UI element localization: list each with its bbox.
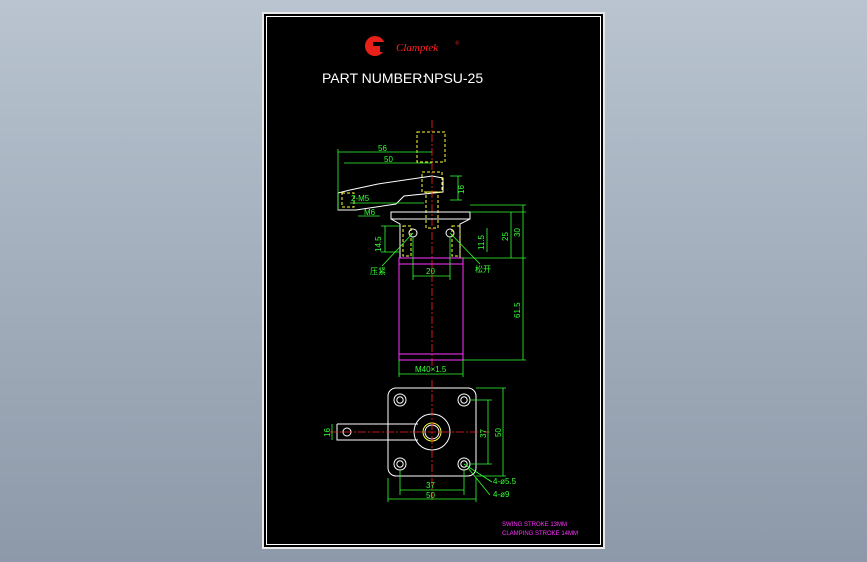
dim-37-vertical: 37 bbox=[479, 429, 488, 438]
release-port-label: 松开 bbox=[475, 264, 491, 274]
dim-20: 20 bbox=[426, 267, 435, 276]
dim-m40: M40×1.5 bbox=[415, 365, 447, 374]
clamp-arm bbox=[337, 175, 444, 211]
part-number-value: NPSU-25 bbox=[424, 70, 483, 86]
swing-stroke-note: SWING STROKE 13MM bbox=[502, 522, 567, 528]
dim-30: 30 bbox=[513, 228, 522, 237]
clamp-pad-outline bbox=[416, 131, 446, 163]
top-view: 16 37 50 37 50 4-ø5.5 4-ø9 bbox=[323, 380, 517, 502]
dim-11-5: 11.5 bbox=[477, 234, 486, 250]
dim-16-side: 16 bbox=[323, 428, 332, 437]
dim-m6: M6 bbox=[364, 208, 376, 217]
cylinder-body bbox=[398, 257, 464, 361]
dim-holes-5-5: 4-ø5.5 bbox=[493, 477, 517, 486]
dim-56: 56 bbox=[378, 144, 387, 153]
mount-hole-tr bbox=[457, 393, 471, 407]
dim-14-5: 14.5 bbox=[374, 236, 383, 252]
clamptek-logo: Clamptek ® bbox=[365, 36, 460, 56]
dim-50-horizontal: 50 bbox=[426, 491, 435, 500]
dim-holes-9: 4-ø9 bbox=[493, 490, 510, 499]
mount-hole-bl bbox=[393, 457, 407, 471]
front-view: 56 50 16 2-M5 M6 14.5 11.5 25 30 20 61.5 bbox=[337, 120, 526, 377]
registered-mark: ® bbox=[455, 40, 460, 47]
drawing-sheet bbox=[262, 12, 605, 549]
dim-61-5: 61.5 bbox=[513, 302, 522, 318]
dim-2-m5: 2-M5 bbox=[351, 194, 370, 203]
dim-50-vertical: 50 bbox=[494, 428, 503, 437]
brand-name: Clamptek bbox=[396, 42, 439, 54]
dim-50-top: 50 bbox=[384, 155, 393, 164]
dim-16-top: 16 bbox=[457, 185, 466, 194]
part-number-label: PART NUMBER: bbox=[322, 70, 426, 86]
clamp-port-label: 压紧 bbox=[370, 267, 386, 276]
dim-37-horizontal: 37 bbox=[426, 481, 435, 490]
mount-hole-tl bbox=[393, 393, 407, 407]
arm-screw-hole bbox=[341, 192, 355, 208]
clamping-stroke-note: CLAMPING STROKE 14MM bbox=[502, 531, 578, 537]
dim-25: 25 bbox=[501, 232, 510, 241]
arm-top-view bbox=[336, 423, 418, 441]
